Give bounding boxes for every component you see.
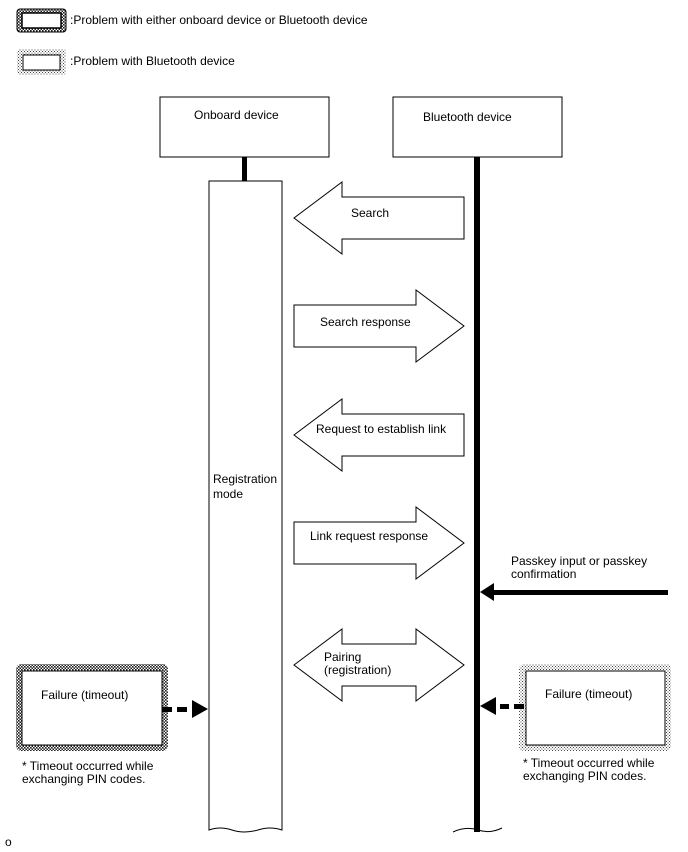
passkey-label-line2: confirmation xyxy=(511,567,577,581)
registration-label-line2: mode xyxy=(213,487,244,501)
pairing-label-line2: (registration) xyxy=(324,663,392,677)
footer-code: o xyxy=(5,835,12,849)
failure-box-left xyxy=(16,664,168,751)
passkey-label-line1: Passkey input or passkey xyxy=(511,554,648,568)
onboard-lifeline xyxy=(242,157,247,181)
legend-symbol-bluetooth xyxy=(17,49,66,75)
failure-right-note-line1: * Timeout occurred while xyxy=(523,756,655,770)
search-arrow xyxy=(293,181,465,255)
search-label: Search xyxy=(351,206,390,220)
legend-symbol-either xyxy=(16,8,67,33)
pairing-label-line1: Pairing xyxy=(324,650,362,664)
link-response-arrow xyxy=(293,506,465,580)
search-response-arrow xyxy=(293,289,465,363)
registration-label-line1: Registration xyxy=(213,472,278,486)
bluetooth-device-box xyxy=(392,96,563,158)
passkey-arrow-head xyxy=(480,583,494,601)
pairing-arrow xyxy=(293,628,465,702)
failure-left-note-line1: * Timeout occurred while xyxy=(22,759,154,773)
registration-mode-bar xyxy=(208,180,283,833)
failure-left-dashed-arrow xyxy=(162,700,208,718)
failure-right-dashed-arrow xyxy=(480,697,524,715)
bluetooth-lifeline xyxy=(474,157,480,832)
link-response-label: Link request response xyxy=(310,529,429,543)
onboard-device-box xyxy=(159,96,330,158)
request-link-arrow xyxy=(293,398,465,472)
failure-box-right xyxy=(519,664,671,751)
legend-item-either: :Problem with either onboard device or B… xyxy=(70,13,368,27)
failure-right-note-line2: exchanging PIN codes. xyxy=(523,769,647,783)
onboard-device-label: Onboard device xyxy=(194,108,279,122)
request-link-label: Request to establish link xyxy=(316,422,447,436)
bluetooth-device-label: Bluetooth device xyxy=(423,110,512,124)
failure-left-note-line2: exchanging PIN codes. xyxy=(22,772,146,786)
passkey-arrow-line xyxy=(492,590,668,595)
failure-right-label: Failure (timeout) xyxy=(545,687,633,701)
failure-left-label: Failure (timeout) xyxy=(41,688,129,702)
search-response-label: Search response xyxy=(320,315,411,329)
legend-item-bluetooth: :Problem with Bluetooth device xyxy=(70,54,235,68)
bluetooth-lifeline-break xyxy=(452,827,503,833)
